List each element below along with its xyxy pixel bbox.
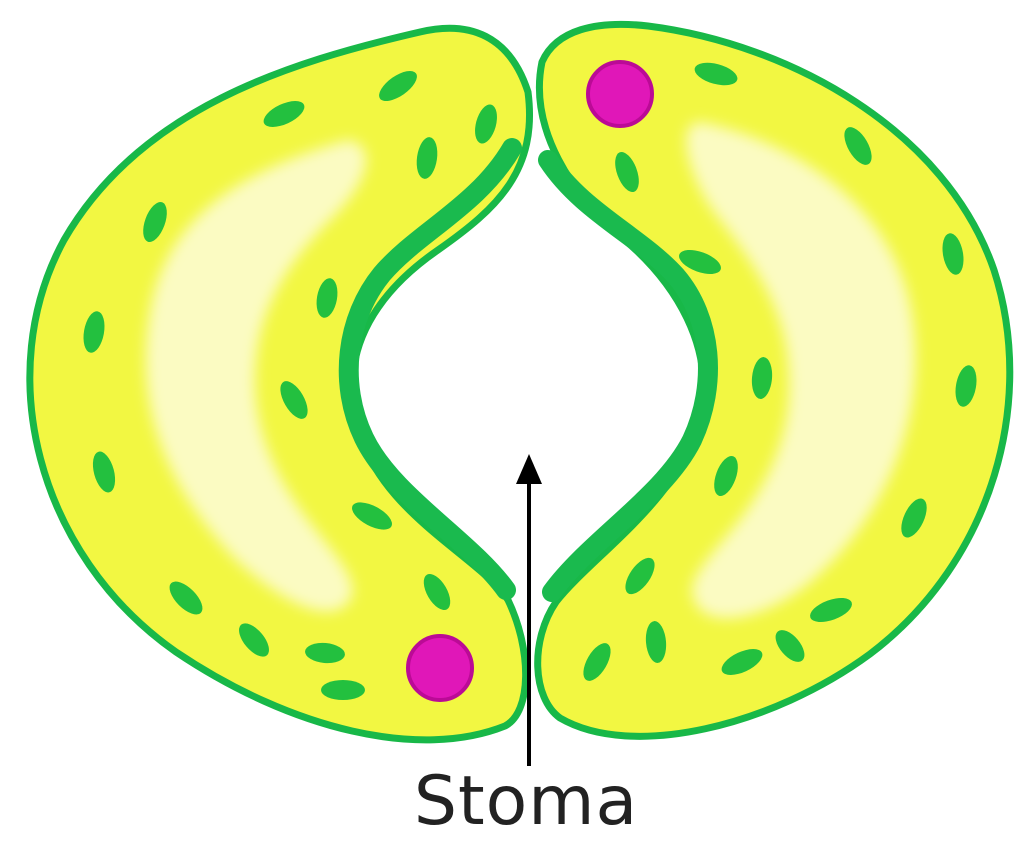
stoma-pointer-arrow [516,454,542,766]
left-guard-cell [30,28,530,740]
right-cell-body [538,24,1010,736]
right-guard-cell [538,24,1010,736]
arrow-head [516,454,542,484]
left-cell-body [30,28,530,740]
stoma-label: Stoma [0,762,1026,841]
chloroplast [321,680,365,700]
right-nucleus [588,62,652,126]
left-nucleus [408,636,472,700]
